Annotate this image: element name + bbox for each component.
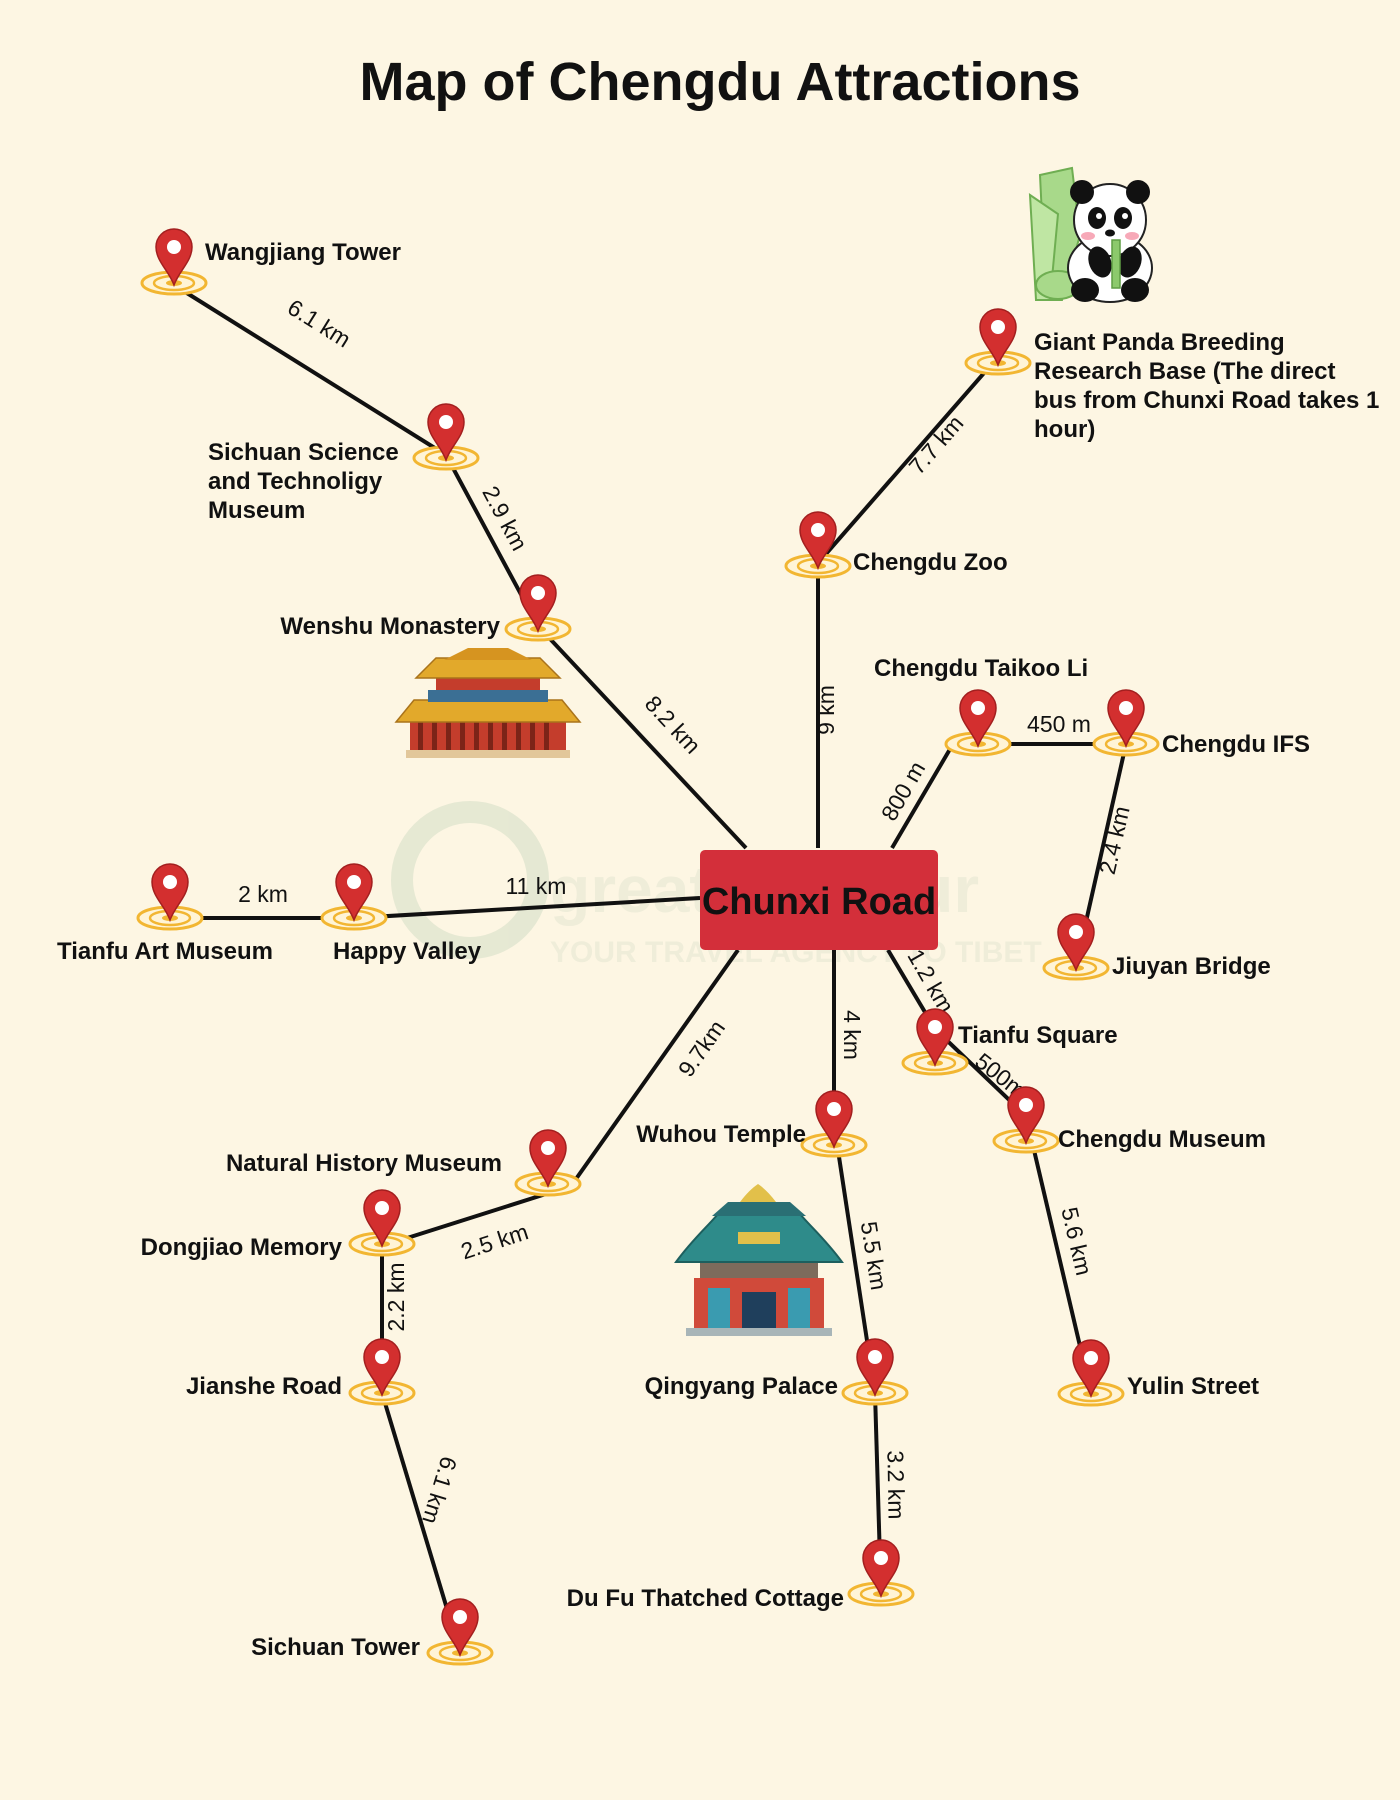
distance-label: 2.4 km	[1094, 804, 1135, 877]
panda-icon	[1028, 166, 1153, 303]
map-pin-icon[interactable]	[944, 688, 1012, 757]
place-label-yulin[interactable]: Yulin Street	[1127, 1373, 1259, 1400]
map-pin-icon[interactable]	[841, 1337, 909, 1406]
distance-label: 3.2 km	[882, 1450, 909, 1519]
place-label-chengdu-museum[interactable]: Chengdu Museum	[1058, 1126, 1266, 1153]
distance-label: 2.9 km	[477, 482, 532, 555]
place-labels: Wangjiang Tower Sichuan Science and Tech…	[57, 239, 1386, 1661]
map-pin-icon[interactable]	[140, 227, 208, 296]
place-label-line: Sichuan Science	[208, 439, 399, 466]
place-label-line: Museum	[208, 497, 305, 524]
distance-label: 7.7 km	[904, 410, 969, 479]
map-pin-icon[interactable]	[514, 1128, 582, 1197]
place-label-line: Giant Panda Breeding	[1034, 329, 1285, 356]
map-pin-icon[interactable]	[348, 1337, 416, 1406]
route-line	[172, 283, 448, 457]
place-label-happy-valley[interactable]: Happy Valley	[333, 938, 482, 965]
route-line	[816, 355, 1000, 565]
map-pin-icon[interactable]	[1092, 688, 1160, 757]
map-pin-icon[interactable]	[1042, 912, 1110, 981]
place-label-jiuyan[interactable]: Jiuyan Bridge	[1112, 953, 1271, 980]
place-label-jianshe[interactable]: Jianshe Road	[186, 1373, 342, 1400]
place-label-line: bus from Chunxi Road takes 1	[1034, 387, 1379, 414]
place-label-line: and Technoligy	[208, 468, 383, 495]
place-label-wenshu[interactable]: Wenshu Monastery	[280, 613, 500, 640]
place-label-wuhou[interactable]: Wuhou Temple	[636, 1121, 806, 1148]
temple-icon	[674, 1184, 844, 1336]
distance-label: 9.7km	[673, 1015, 730, 1081]
distance-label: 4 km	[839, 1010, 865, 1060]
map-pin-icon[interactable]	[426, 1597, 494, 1666]
monastery-icon	[394, 648, 582, 758]
place-label-zoo[interactable]: Chengdu Zoo	[853, 549, 1008, 576]
place-label-taikoo[interactable]: Chengdu Taikoo Li	[874, 655, 1088, 682]
map-pin-icon[interactable]	[800, 1089, 868, 1158]
map-pin-icon[interactable]	[412, 402, 480, 471]
map-pin-icon[interactable]	[320, 862, 388, 931]
map-pin-icon[interactable]	[847, 1538, 915, 1607]
hub-label: Chunxi Road	[702, 881, 936, 923]
distance-label: 2.2 km	[383, 1262, 409, 1331]
page-title: Map of Chengdu Attractions	[360, 52, 1081, 112]
place-label-science-museum[interactable]: Sichuan Science and Technoligy Museum	[208, 439, 405, 524]
route-line	[890, 742, 955, 850]
distance-label: 450 m	[1027, 711, 1091, 737]
hub-box	[700, 850, 938, 950]
map-pin-icon[interactable]	[136, 862, 204, 931]
distance-label: 5.5 km	[856, 1220, 892, 1292]
place-label-dongjiao[interactable]: Dongjiao Memory	[141, 1234, 343, 1261]
map-pin-icon[interactable]	[784, 510, 852, 579]
place-label-ifs[interactable]: Chengdu IFS	[1162, 731, 1310, 758]
map-pin-icon[interactable]	[1057, 1338, 1125, 1407]
place-label-wangjiang[interactable]: Wangjiang Tower	[205, 239, 401, 266]
place-label-du-fu[interactable]: Du Fu Thatched Cottage	[567, 1585, 844, 1612]
distance-label: 6.1 km	[283, 294, 355, 353]
distance-label: 8.2 km	[640, 690, 706, 758]
route-line	[536, 624, 748, 850]
route-line	[353, 896, 701, 920]
route-line	[569, 948, 740, 1188]
distance-label: 9 km	[813, 685, 839, 735]
distance-label: 2.5 km	[458, 1218, 532, 1264]
distance-label: 2 km	[238, 881, 288, 907]
place-label-natural-history[interactable]: Natural History Museum	[226, 1150, 502, 1177]
place-label-line: hour)	[1034, 416, 1095, 443]
place-label-line: Research Base (The direct	[1034, 358, 1335, 385]
place-label-sichuan-tower[interactable]: Sichuan Tower	[251, 1634, 420, 1661]
distance-label: 6.1 km	[417, 1454, 462, 1528]
map-pin-icon[interactable]	[964, 307, 1032, 376]
place-label-qingyang[interactable]: Qingyang Palace	[645, 1373, 838, 1400]
distance-label: 800 m	[876, 757, 930, 825]
map-pin-icon[interactable]	[348, 1188, 416, 1257]
distance-label: 11 km	[506, 873, 567, 899]
place-label-panda-base[interactable]: Giant Panda Breeding Research Base (The …	[1034, 329, 1386, 443]
place-label-tianfu-square[interactable]: Tianfu Square	[958, 1022, 1118, 1049]
watermark-logo-icon	[391, 801, 549, 959]
place-label-tianfu-art[interactable]: Tianfu Art Museum	[57, 938, 273, 965]
hub-chunxi-road[interactable]: Chunxi Road	[700, 850, 938, 950]
